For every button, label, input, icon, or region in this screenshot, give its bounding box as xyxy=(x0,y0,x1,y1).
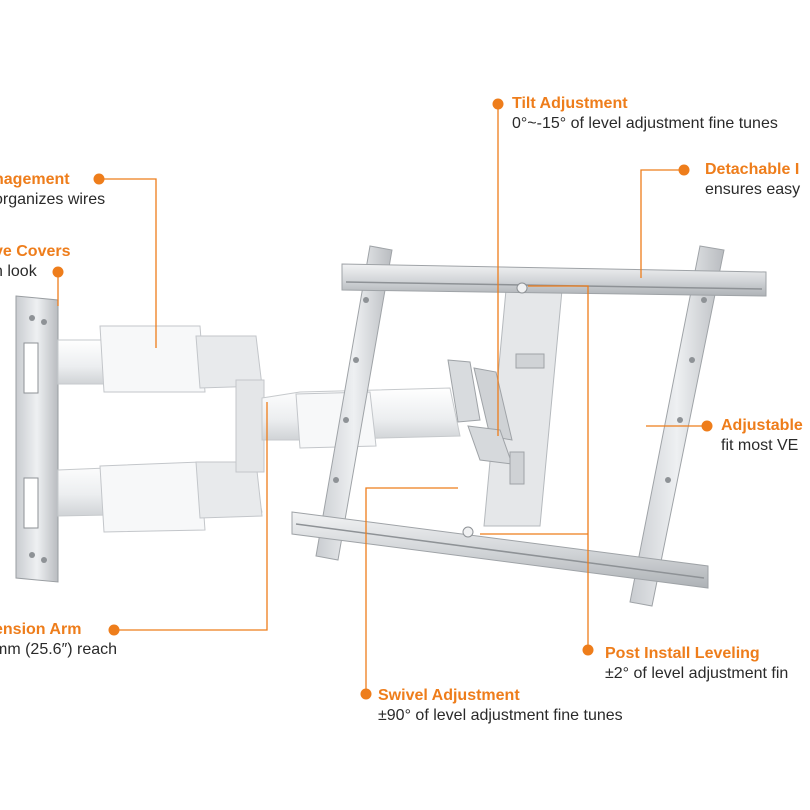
bottom-rail xyxy=(291,511,709,589)
leader-cable-management xyxy=(99,178,157,348)
arm-elbow xyxy=(235,379,265,473)
callout-description: ±2° of level adjustment fin xyxy=(605,665,789,682)
center-carriage xyxy=(447,289,563,527)
callout-description: mm (25.6″) reach xyxy=(0,641,118,658)
dot-detachable xyxy=(678,164,690,176)
callout-extension-arm: ension Arm mm (25.6″) reach xyxy=(0,620,117,660)
leader-lines xyxy=(57,104,707,694)
callout-title: Post Install Leveling xyxy=(605,645,760,662)
callout-tilt-adjustment: Tilt Adjustment 0°~-15° of level adjustm… xyxy=(512,94,778,134)
lower-arm xyxy=(57,461,263,533)
top-rail xyxy=(341,263,767,297)
dot-post-install-leveling xyxy=(582,644,594,656)
callout-description: n look xyxy=(0,263,37,280)
callout-description: 0°~-15° of level adjustment fine tunes xyxy=(512,115,778,132)
callout-description: organizes wires xyxy=(0,191,106,208)
callout-post-install-leveling: Post Install Leveling ±2° of level adjus… xyxy=(605,644,788,684)
callout-title: ve Covers xyxy=(0,243,71,260)
callout-description: fit most VE xyxy=(721,437,799,454)
callout-swivel-adjustment: Swivel Adjustment ±90° of level adjustme… xyxy=(378,686,623,726)
callout-adjustable: Adjustable fit most VE xyxy=(721,416,803,456)
callout-title: ension Arm xyxy=(0,621,82,638)
callout-description: ensures easy xyxy=(705,181,801,198)
dot-swivel-adjustment xyxy=(360,688,372,700)
dot-extension-arm xyxy=(108,624,120,636)
callout-title: Tilt Adjustment xyxy=(512,95,628,112)
callout-description: ±90° of level adjustment fine tunes xyxy=(378,707,623,724)
wall-plate xyxy=(15,295,59,583)
leader-swivel-adjustment xyxy=(365,487,458,694)
callout-dots xyxy=(52,98,713,700)
callout-arm-covers: ve Covers n look xyxy=(0,242,71,282)
callout-title: nagement xyxy=(0,171,70,188)
callout-title: Detachable I xyxy=(705,161,800,178)
callout-detachable: Detachable I ensures easy xyxy=(705,160,800,200)
callout-title: Adjustable xyxy=(721,417,803,434)
leader-detachable xyxy=(640,169,684,278)
leader-extension-arm xyxy=(114,402,268,631)
upper-arm xyxy=(57,325,263,393)
dot-arm-covers xyxy=(52,266,64,278)
dot-tilt-adjustment xyxy=(492,98,504,110)
callout-cable-management: nagement organizes wires xyxy=(0,170,105,210)
leader-post-install-leveling xyxy=(528,285,589,650)
dot-cable-management xyxy=(93,173,105,185)
vertical-bracket-left xyxy=(315,245,393,561)
dot-adjustable xyxy=(701,420,713,432)
callout-title: Swivel Adjustment xyxy=(378,687,520,704)
